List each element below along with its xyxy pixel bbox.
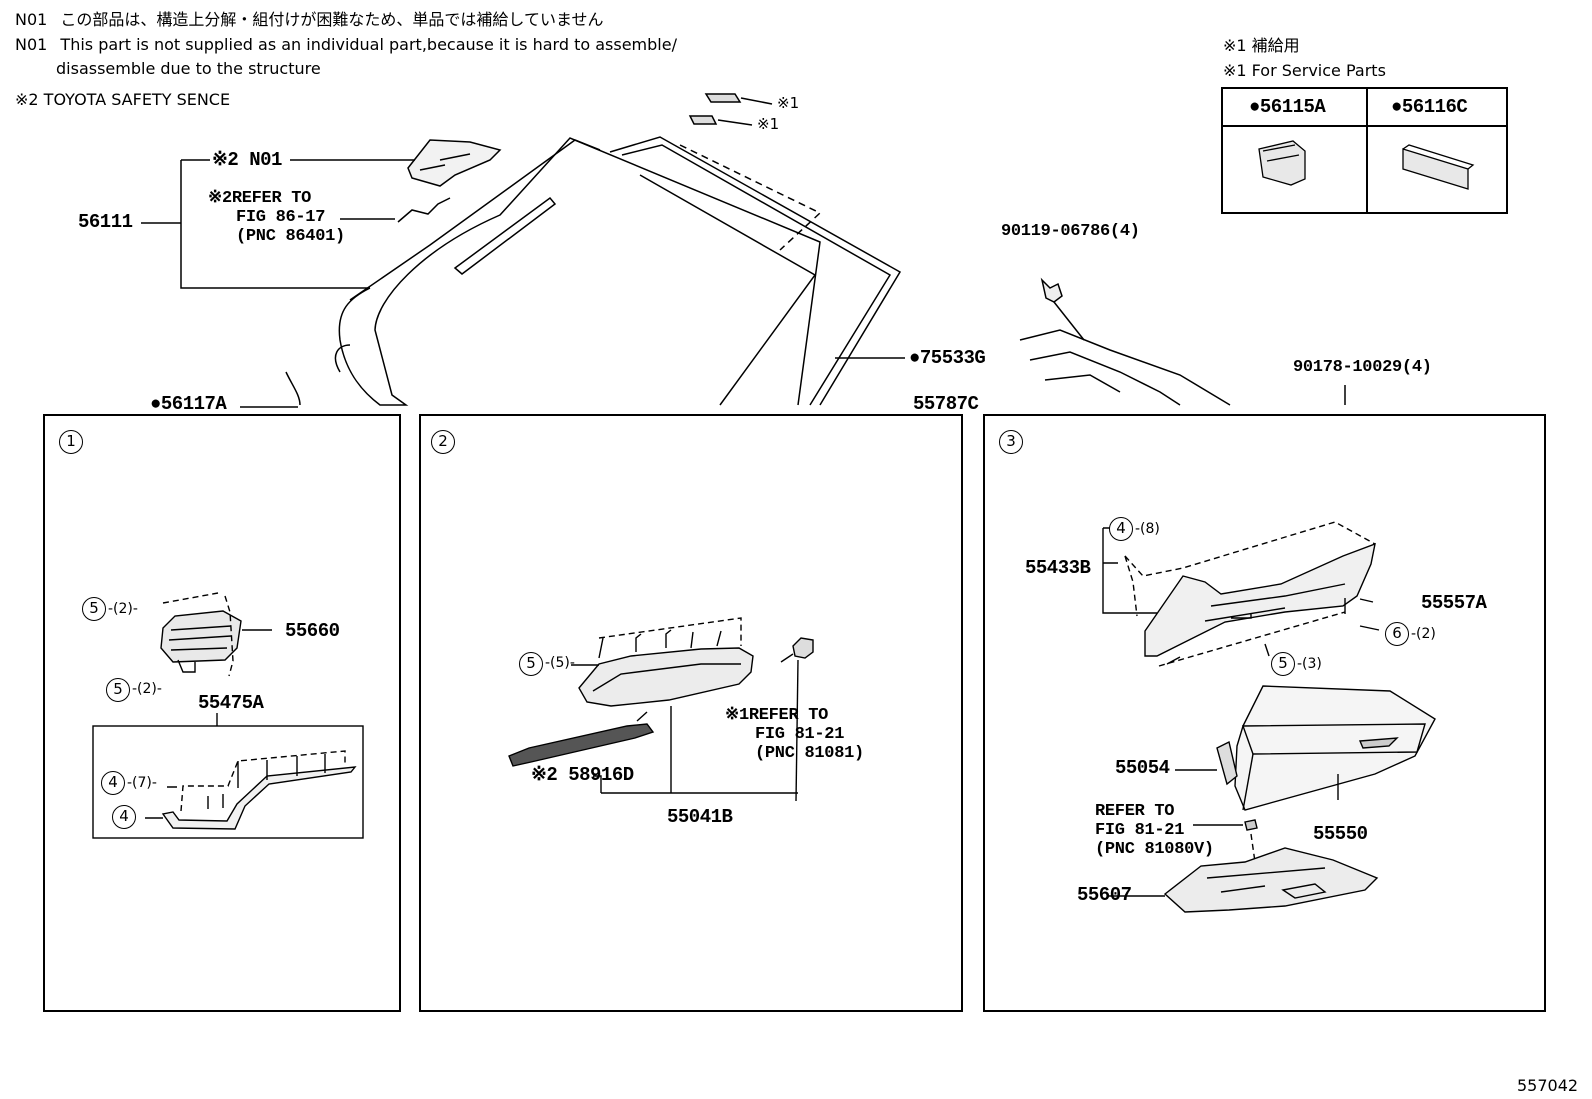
connector-drawing: [792, 637, 814, 659]
clip-5-qty: -(3): [1297, 656, 1322, 672]
note-service-parts-ja: ※1 補給用: [1223, 36, 1300, 55]
table-divider: [1223, 125, 1506, 127]
ref-mark-1b: ※1: [757, 115, 780, 133]
dashed-garnish: [679, 144, 822, 251]
detail-panel-1: 1 5 -(2)- 55660 5 -(2)- 55475A 4 -(7)- 4: [43, 414, 401, 1012]
clip-56115a-drawing: [1258, 140, 1306, 186]
clip-5-callout[interactable]: 5: [106, 678, 130, 702]
panel1-lineart: [92, 592, 364, 839]
bolt-90178-10029[interactable]: 90178-10029(4): [1293, 358, 1432, 377]
part-55787c[interactable]: 55787C: [913, 393, 979, 415]
seal-58916d-drawing: [508, 723, 655, 767]
part-55054[interactable]: 55054: [1115, 757, 1170, 779]
pad-frame-outer: [609, 136, 902, 406]
service-parts-table: ●56115A ●56116C: [1221, 87, 1508, 214]
camera-cable: [397, 197, 451, 223]
bracket-right: [1019, 329, 1231, 406]
refer-fig-86-17[interactable]: ※2REFER TO FIG 86-17 (PNC 86401): [208, 189, 345, 246]
clip-4-qty: -(7)-: [127, 775, 157, 791]
part-55433b[interactable]: 55433B: [1025, 557, 1091, 579]
clip-6-qty: -(2): [1411, 626, 1436, 642]
part-55475a[interactable]: 55475A: [198, 692, 264, 714]
note-n01-code-ja: N01: [15, 10, 48, 29]
refer-line: (PNC 81080V): [1095, 840, 1214, 860]
clip-5-callout[interactable]: 5: [1271, 652, 1295, 676]
note-n01-text-ja: この部品は、構造上分解・組付けが困難なため、単品では補給していません: [60, 10, 604, 29]
clip-5-qty: -(5)-: [545, 655, 575, 671]
panel-index-2: 2: [431, 430, 455, 454]
service-part-drawings: [1258, 140, 1475, 190]
refer-line: REFER TO: [1095, 802, 1175, 821]
clip-5-qty: -(2)-: [108, 601, 138, 617]
refer-fig-81-21-pnc81080v[interactable]: REFER TO FIG 81-21 (PNC 81080V): [1095, 802, 1214, 859]
clip-4-callout[interactable]: 4: [112, 805, 136, 829]
instrument-panel-outline: [338, 137, 821, 406]
part-55550[interactable]: 55550: [1313, 823, 1368, 845]
garnish-55475a-drawing: [161, 766, 357, 830]
refer-line: (PNC 86401): [236, 227, 345, 247]
defroster-strip: [453, 196, 557, 275]
clip-6-callout[interactable]: 6: [1385, 622, 1409, 646]
detail-panel-2: 2 5 -(5)- ※1REFER TO FIG 81-21 (PNC 8108…: [419, 414, 963, 1012]
table-header-56116c[interactable]: ●56116C: [1391, 96, 1468, 118]
label-n01[interactable]: ※2 N01: [212, 149, 282, 171]
refer-line: (PNC 81081): [755, 744, 864, 764]
part-55660[interactable]: 55660: [285, 620, 340, 642]
note-n01-text-en-2: disassemble due to the structure: [56, 59, 321, 78]
tray-55607-drawing: [1163, 847, 1379, 913]
pad-frame-lower: [639, 174, 817, 406]
panel-index-3: 3: [999, 430, 1023, 454]
refer-line: ※2REFER TO: [208, 189, 312, 208]
part-55557a[interactable]: 55557A: [1421, 592, 1487, 614]
harness: [285, 344, 351, 406]
plate-56116c-drawing: [1402, 148, 1469, 190]
part-56111[interactable]: 56111: [78, 211, 133, 233]
note-n01-ja: N01 この部品は、構造上分解・組付けが困難なため、単品では補給していません: [15, 12, 603, 28]
refer-line: FIG 81-21: [755, 725, 845, 745]
part-55041b[interactable]: 55041B: [667, 806, 733, 828]
garnish-55041b-drawing: [578, 647, 754, 707]
note-n01-en: N01 This part is not supplied as an indi…: [15, 37, 677, 53]
clip-4-callout[interactable]: 4: [1109, 517, 1133, 541]
detail-panel-3: 3: [983, 414, 1546, 1012]
part-75533g[interactable]: ●75533G: [909, 347, 986, 369]
panel-inner-outline: [349, 139, 601, 301]
service-part-1: [704, 93, 742, 103]
note-service-parts-en: ※1 For Service Parts: [1223, 61, 1386, 80]
clip-4-qty: -(8): [1135, 521, 1160, 537]
damper-55054-drawing: [1216, 740, 1238, 786]
bolt-90119: [1040, 277, 1063, 303]
glovebox-55550-drawing: [1234, 685, 1436, 811]
refer-line: ※1REFER TO: [725, 706, 829, 725]
clip-5-callout[interactable]: 5: [519, 652, 543, 676]
n01-bracket: [407, 139, 502, 187]
clip-4-callout[interactable]: 4: [101, 771, 125, 795]
clip-5-qty: -(2)-: [132, 681, 162, 697]
service-part-2: [688, 115, 718, 125]
figure-id: 557042: [1517, 1076, 1579, 1095]
note-n01-code-en: N01: [15, 35, 48, 54]
clip-5-callout[interactable]: 5: [82, 597, 106, 621]
bolt-90119-06786[interactable]: 90119-06786(4): [1001, 222, 1140, 241]
pad-frame-inner: [621, 144, 892, 406]
table-header-56115a[interactable]: ●56115A: [1249, 96, 1326, 118]
panel2-lineart: [508, 617, 814, 802]
part-56117a[interactable]: ●56117A: [150, 393, 227, 415]
panel-index-1: 1: [59, 430, 83, 454]
refer-fig-81-21-pnc81081[interactable]: ※1REFER TO FIG 81-21 (PNC 81081): [725, 706, 864, 763]
refer-line: FIG 81-21: [1095, 821, 1185, 841]
part-58916d[interactable]: ※2 58916D: [531, 764, 634, 786]
panel3-lineart: [1102, 521, 1436, 913]
table-divider: [1366, 89, 1368, 212]
note-n01-text-en-1: This part is not supplied as an individu…: [60, 35, 677, 54]
part-55607[interactable]: 55607: [1077, 884, 1132, 906]
refer-line: FIG 86-17: [236, 208, 326, 228]
note-safety-sense: ※2 TOYOTA SAFETY SENCE: [15, 90, 231, 109]
ref-mark-1: ※1: [777, 94, 800, 112]
